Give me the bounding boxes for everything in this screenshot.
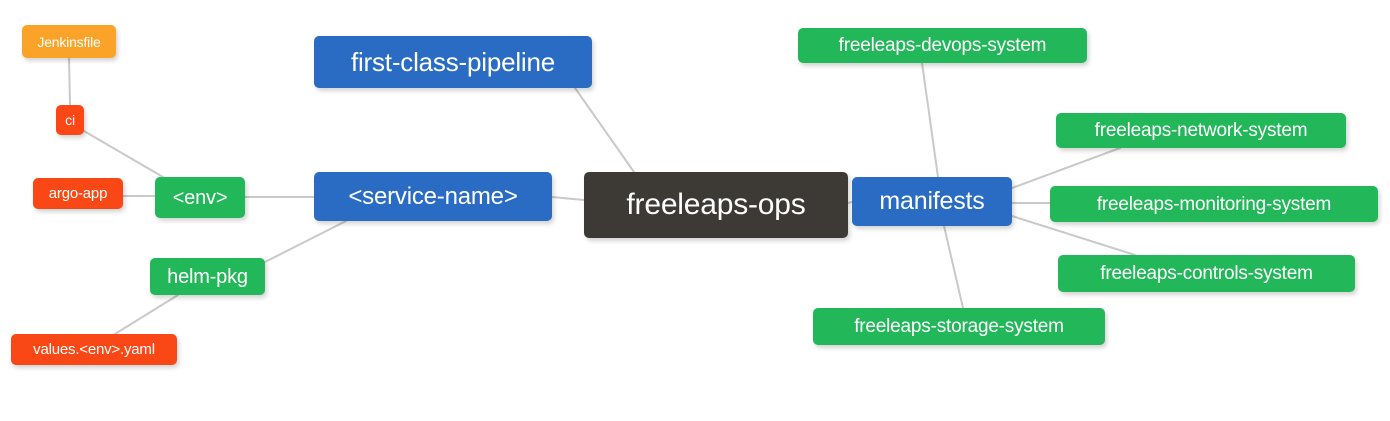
edge-ci-to-Jenkinsfile	[68, 57, 71, 106]
node-service-name[interactable]: <service-name>	[314, 172, 552, 221]
node-argo-app[interactable]: argo-app	[33, 178, 123, 209]
edge-freeleaps-ops-to-first-class-pipeline	[574, 87, 635, 173]
node-first-class-pipeline[interactable]: first-class-pipeline	[314, 36, 592, 88]
node-freeleaps-controls-system[interactable]: freeleaps-controls-system	[1058, 255, 1355, 292]
node-Jenkinsfile[interactable]: Jenkinsfile	[22, 25, 116, 58]
edge-manifests-to-freeleaps-devops-system	[921, 62, 939, 178]
node-ci[interactable]: ci	[56, 105, 84, 135]
edge-helm-pkg-to-values-env-yaml	[114, 294, 179, 335]
edge-manifests-to-freeleaps-storage-system	[943, 225, 964, 309]
node-env[interactable]: <env>	[155, 177, 245, 218]
node-freeleaps-devops-system[interactable]: freeleaps-devops-system	[798, 28, 1087, 63]
node-freeleaps-network-system[interactable]: freeleaps-network-system	[1056, 113, 1346, 148]
node-manifests[interactable]: manifests	[852, 177, 1012, 226]
node-freeleaps-storage-system[interactable]: freeleaps-storage-system	[813, 308, 1105, 345]
edge-manifests-to-freeleaps-network-system	[1011, 147, 1121, 189]
node-freeleaps-ops[interactable]: freeleaps-ops	[584, 172, 848, 238]
node-helm-pkg[interactable]: helm-pkg	[150, 258, 265, 295]
node-freeleaps-monitoring-system[interactable]: freeleaps-monitoring-system	[1050, 186, 1378, 222]
edge-service-name-to-helm-pkg	[264, 220, 347, 263]
edge-env-to-ci	[83, 130, 164, 178]
node-values-env-yaml[interactable]: values.<env>.yaml	[11, 334, 177, 365]
edge-freeleaps-ops-to-service-name	[551, 196, 585, 201]
